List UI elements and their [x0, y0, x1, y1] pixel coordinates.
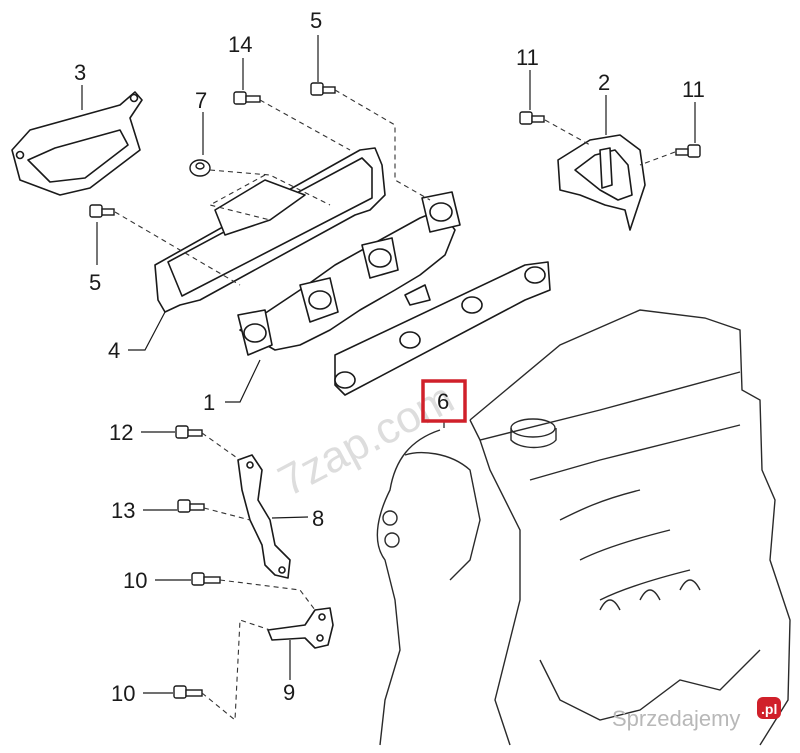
callout-3: 3 [74, 60, 86, 85]
callout-6: 6 [437, 389, 449, 414]
bolt-10-lower [173, 685, 203, 699]
bolt-10-upper [191, 572, 221, 586]
engine-block [376, 309, 791, 746]
callout-1: 1 [203, 390, 215, 415]
watermark: 7zap.com [270, 373, 461, 506]
callout-5-left: 5 [89, 270, 101, 295]
brand-badge: .pl [761, 701, 777, 717]
callout-10-upper: 10 [123, 568, 147, 593]
callout-10-lower: 10 [111, 681, 135, 706]
part-9-bracket [267, 607, 334, 649]
brand-text: Sprzedajemy [612, 706, 740, 731]
callout-9: 9 [283, 680, 295, 705]
nut-7 [189, 159, 211, 177]
brand-badge-bg [757, 697, 781, 719]
bolt-5-top [310, 82, 336, 96]
part-2-heat-shield [557, 134, 646, 231]
callout-14: 14 [228, 32, 252, 57]
callout-labels: 3 2 14 5 7 5 11 11 12 13 10 10 4 1 8 9 6 [74, 8, 705, 706]
bolt-11-left [519, 111, 545, 125]
callout-8: 8 [312, 506, 324, 531]
part-1-exhaust-manifold [237, 191, 461, 356]
callout-4: 4 [108, 338, 120, 363]
callout-7: 7 [195, 88, 207, 113]
brand-logo: Sprzedajemy .pl [612, 697, 781, 731]
bolt-5-left [89, 204, 115, 218]
callout-13: 13 [111, 498, 135, 523]
callout-12: 12 [109, 420, 133, 445]
callout-11-right: 11 [682, 77, 705, 102]
assembly-lines [114, 89, 676, 722]
highlight-box [421, 379, 467, 423]
callout-5-top: 5 [310, 8, 322, 33]
callout-11-left: 11 [516, 45, 539, 70]
part-8-bracket [237, 454, 291, 579]
bolt-13 [177, 499, 205, 513]
bolts [89, 82, 701, 699]
bolt-11-right [675, 144, 701, 158]
part-6-gasket [334, 261, 551, 396]
part-4-heat-shield [154, 147, 386, 313]
callout-2: 2 [598, 70, 610, 95]
part-3-heat-shield [11, 91, 143, 196]
bolt-12 [175, 425, 203, 439]
bolt-14 [233, 91, 261, 105]
leader-lines [81, 35, 696, 694]
